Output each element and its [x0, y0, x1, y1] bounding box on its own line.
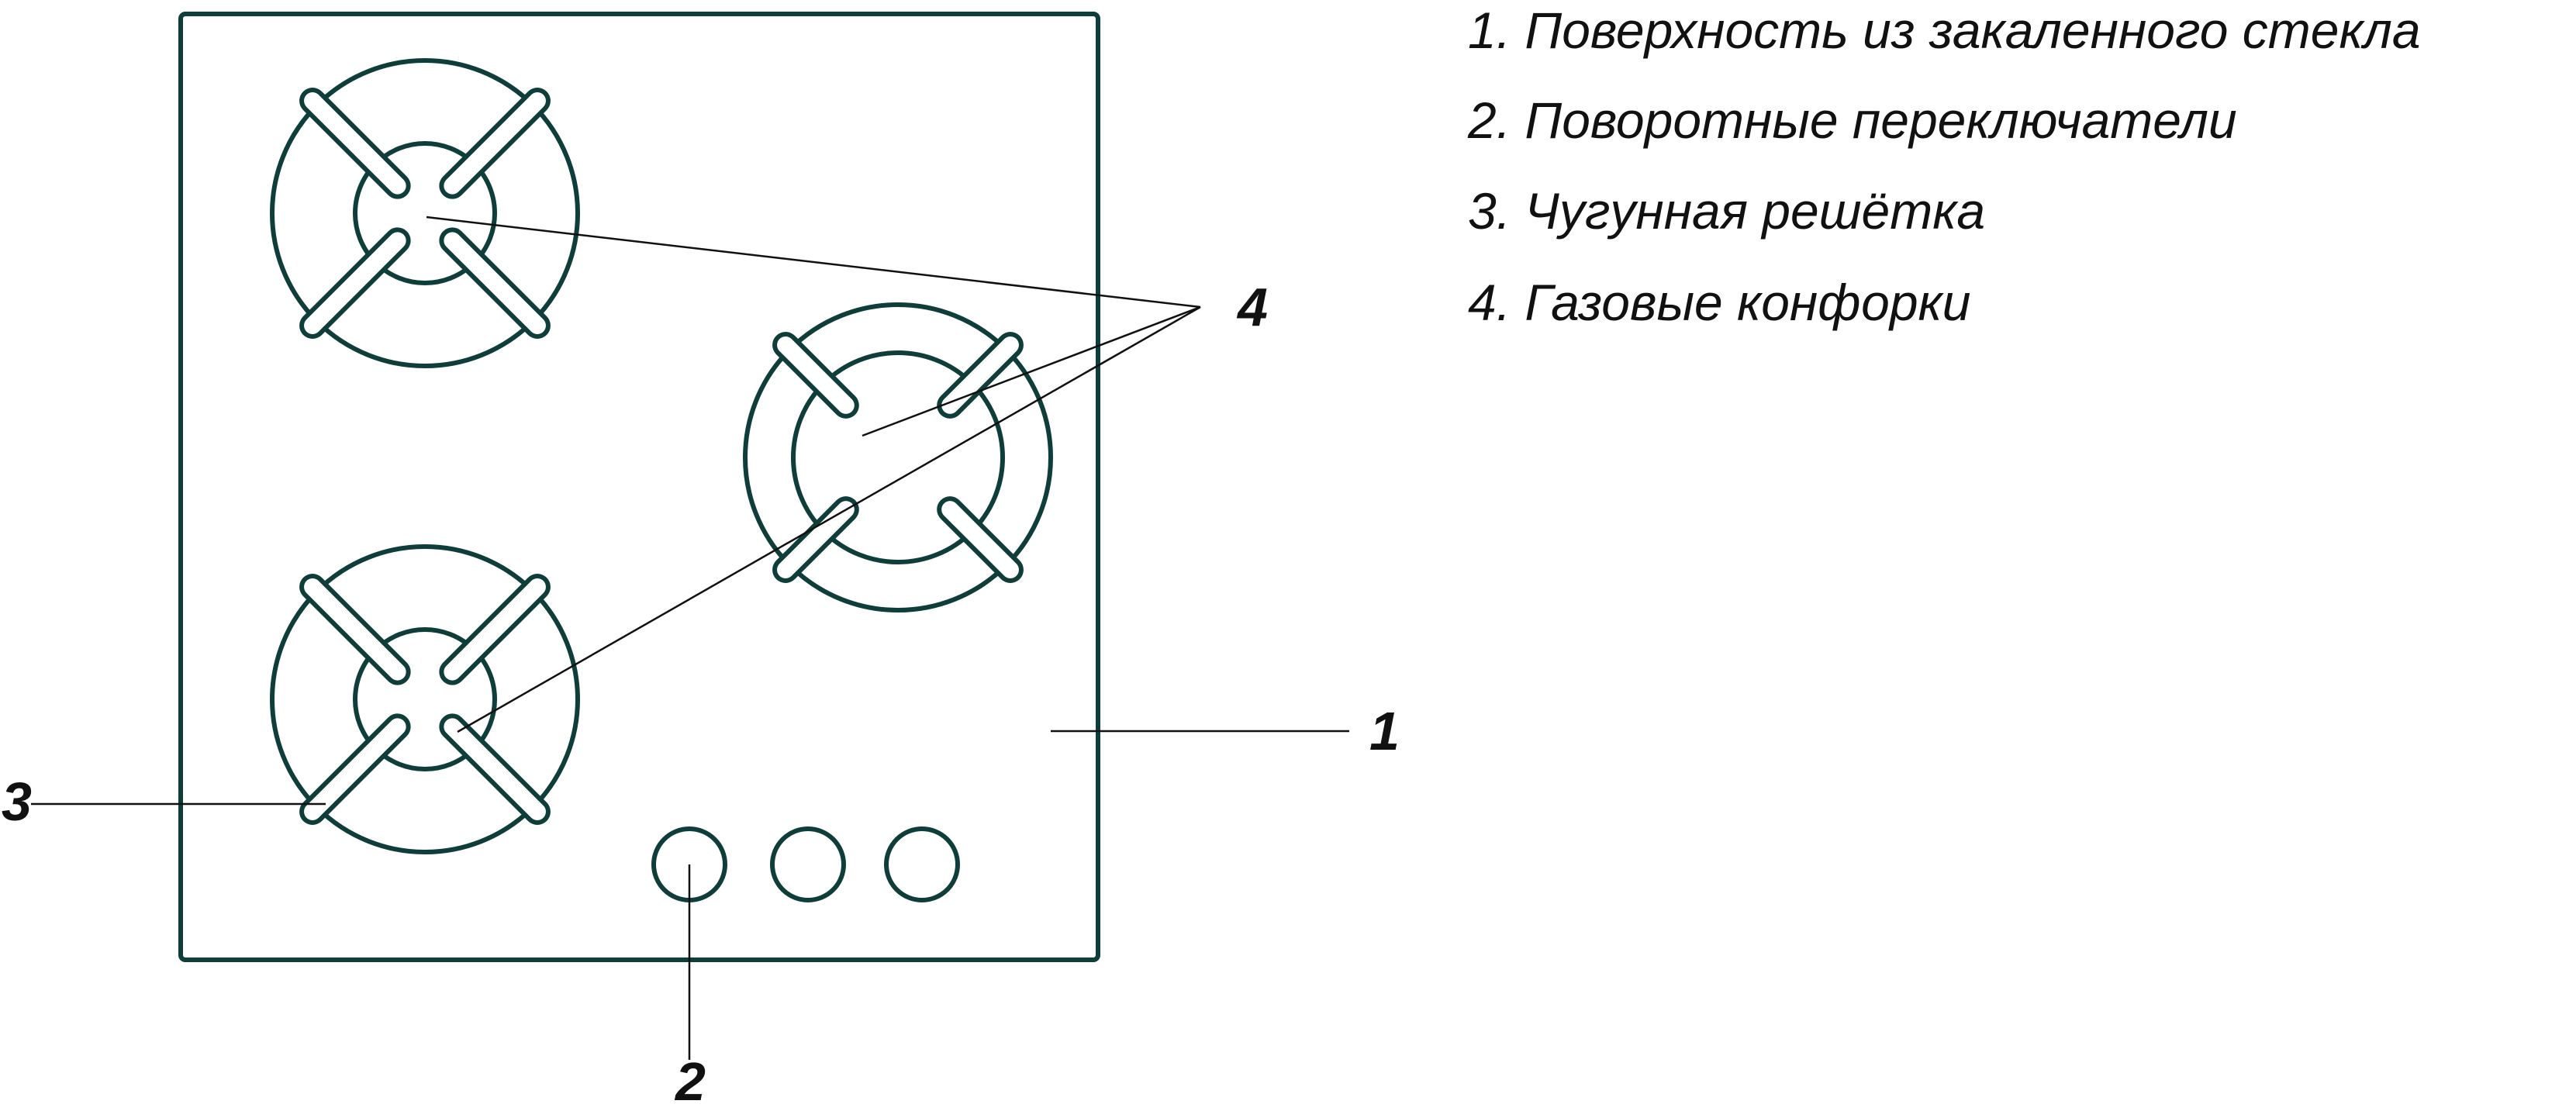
gas-burner-right: [743, 302, 1053, 612]
legend-item-4: 4. Газовые конфорки: [1468, 274, 1970, 331]
grate-arm-fill: [777, 336, 855, 414]
hob-glass-surface: [178, 12, 1100, 962]
grate-arm: [299, 713, 411, 825]
callout-2: 2: [674, 1051, 706, 1111]
callout-4: 4: [1236, 277, 1268, 337]
grate-arm: [439, 88, 551, 199]
burner-outer-ring: [270, 544, 580, 854]
grate-arm: [772, 332, 859, 419]
callout-3: 3: [2, 771, 32, 832]
grate-arm: [439, 227, 551, 339]
grate-arm: [299, 574, 411, 685]
legend-item-3: 3. Чугунная решётка: [1468, 182, 1985, 240]
grate-arm-fill: [444, 718, 546, 820]
leader-line-4c: [457, 305, 1201, 733]
grate-arm-fill: [444, 232, 546, 334]
gas-burner-bottom-left: [270, 544, 580, 854]
grate-arm-fill: [304, 232, 406, 334]
burner-inner-ring: [353, 141, 497, 285]
burner-outer-ring: [270, 58, 580, 368]
legend-item-2: 2. Поворотные переключатели: [1467, 91, 2237, 149]
grate-arm-fill: [304, 578, 406, 681]
burners-group: [270, 58, 1053, 854]
leader-line-4b: [862, 305, 1201, 437]
knobs-group: [651, 826, 960, 902]
gas-burner-top-left: [270, 58, 580, 368]
grate-arm: [299, 227, 411, 339]
grate-arm-fill: [777, 501, 855, 578]
grate-arm: [937, 496, 1024, 583]
grate-arm-fill: [941, 501, 1019, 578]
grate-arm-fill: [444, 578, 546, 681]
callout-1: 1: [1369, 701, 1400, 761]
grate-arm: [772, 496, 859, 583]
grate-arm-fill: [304, 92, 406, 195]
rotary-knob-3: [884, 826, 960, 902]
grate-arm: [937, 332, 1024, 419]
grate-arm-fill: [304, 718, 406, 820]
grate-arm: [439, 713, 551, 825]
grate-arm-fill: [444, 92, 546, 195]
rotary-knob-2: [770, 826, 846, 902]
leader-lines: [31, 216, 1349, 1060]
grate-arm-fill: [941, 336, 1019, 414]
grate-arm: [439, 574, 551, 685]
legend: 1. Поверхность из закаленного стекла 2. …: [1467, 2, 2421, 331]
grate-arm: [299, 88, 411, 199]
burner-inner-ring: [791, 350, 1005, 564]
burner-inner-ring: [353, 627, 497, 771]
leader-line-4a: [426, 216, 1201, 309]
burner-outer-ring: [743, 302, 1053, 612]
legend-item-1: 1. Поверхность из закаленного стекла: [1468, 2, 2421, 59]
